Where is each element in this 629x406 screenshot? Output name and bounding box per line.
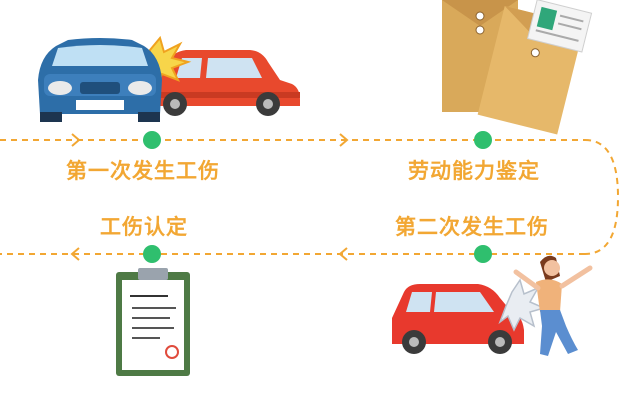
step-node-1	[143, 131, 161, 149]
step-node-2	[474, 131, 492, 149]
step-label-injury-determination: 工伤认定	[100, 215, 188, 239]
step-label-second-injury: 第二次发生工伤	[395, 215, 549, 239]
step-node-4	[143, 245, 161, 263]
arrow-left-icon	[70, 247, 348, 261]
arrow-right-icon	[71, 133, 349, 147]
step-label-first-injury: 第一次发生工伤	[66, 159, 220, 183]
step-label-ability-assessment: 劳动能力鉴定	[408, 159, 540, 183]
step-node-3	[474, 245, 492, 263]
